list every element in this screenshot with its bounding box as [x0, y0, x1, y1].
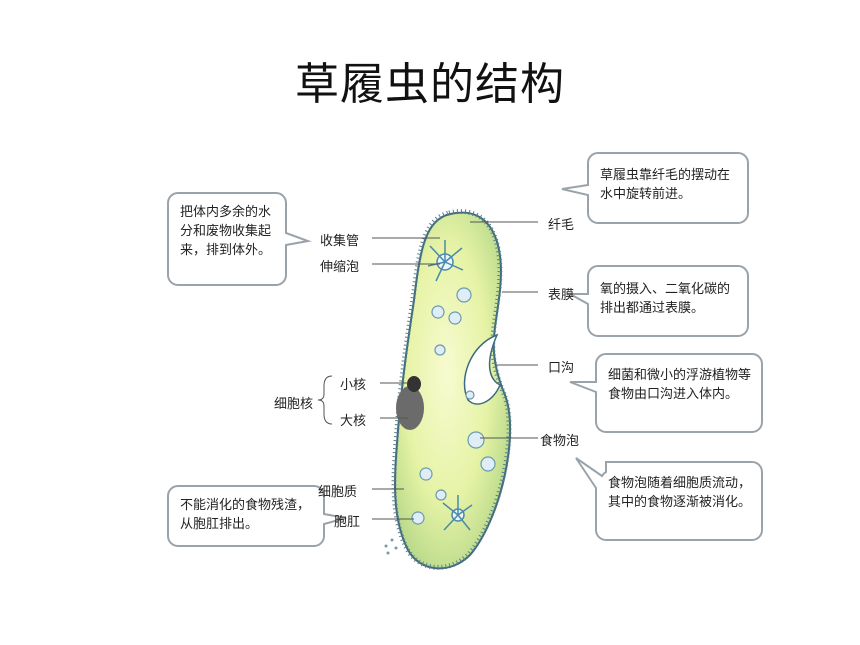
label-contractile-vacuole: 伸缩泡 — [320, 260, 360, 275]
label-nucleus-group: 细胞核 — [274, 397, 314, 412]
label-macronucleus: 大核 — [340, 414, 367, 429]
macronucleus — [396, 386, 424, 430]
note-bubble-digestion — [575, 457, 763, 541]
note-movement: 草履虫靠纤毛的摆动在水中旋转前进。 — [600, 168, 731, 202]
note-bubble-respiration — [566, 265, 749, 337]
page-title: 草履虫的结构 — [295, 59, 565, 110]
label-pellicle: 表膜 — [548, 288, 575, 303]
leader-lines — [317, 221, 538, 520]
note-respiration: 氧的摄入、二氧化碳的排出都通过表膜。 — [600, 282, 731, 316]
note-excretion: 把体内多余的水分和废物收集起来，排到体外。 — [180, 205, 272, 258]
note-bubble-egestion — [167, 485, 347, 547]
note-egestion: 不能消化的食物残渣，从胞肛排出。 — [180, 498, 311, 532]
note-bubble-feeding — [569, 353, 763, 433]
note-digestion: 食物泡随着细胞质流动，其中的食物逐渐被消化。 — [608, 476, 752, 510]
label-cytoplasm: 细胞质 — [318, 485, 358, 500]
label-cilia: 纤毛 — [548, 218, 575, 233]
paramecium-body — [384, 209, 512, 570]
label-oral-groove: 口沟 — [548, 361, 575, 376]
note-bubble-excretion — [167, 192, 312, 286]
label-food-vacuole: 食物泡 — [540, 434, 580, 449]
label-collecting-canal: 收集管 — [320, 234, 360, 249]
note-feeding: 细菌和微小的浮游植物等食物由口沟进入体内。 — [608, 368, 752, 402]
micronucleus — [407, 376, 421, 392]
label-anal-pore: 胞肛 — [334, 515, 361, 530]
label-micronucleus: 小核 — [340, 378, 367, 393]
note-bubble-movement — [561, 152, 749, 224]
